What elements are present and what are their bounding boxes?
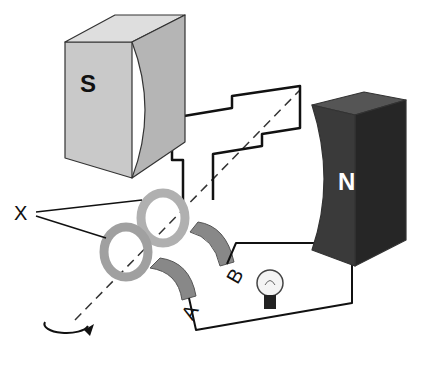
- rotation-arrow: [44, 322, 88, 333]
- magnet-face: [312, 105, 355, 266]
- magnet-shape: [60, 10, 195, 185]
- brush: [150, 258, 196, 300]
- leader-line: [36, 216, 106, 238]
- magnet: S: [60, 10, 195, 185]
- magnet-face: [355, 100, 406, 266]
- arrow-head: [84, 324, 94, 336]
- part-label: X: [14, 203, 27, 223]
- terminal-label: B: [223, 265, 247, 287]
- coil-loop: [172, 86, 300, 212]
- brush: [190, 222, 234, 266]
- slip-ring: [104, 227, 148, 277]
- pole-label: N: [338, 170, 355, 194]
- magnet-shape: [300, 90, 412, 270]
- magnet-face: [132, 15, 185, 178]
- magnet: N: [300, 90, 412, 270]
- pole-label: S: [80, 72, 96, 96]
- terminal-label: A: [178, 301, 202, 323]
- leader-line: [36, 200, 142, 212]
- magnet-face: [65, 42, 132, 178]
- light-bulb: [257, 270, 283, 309]
